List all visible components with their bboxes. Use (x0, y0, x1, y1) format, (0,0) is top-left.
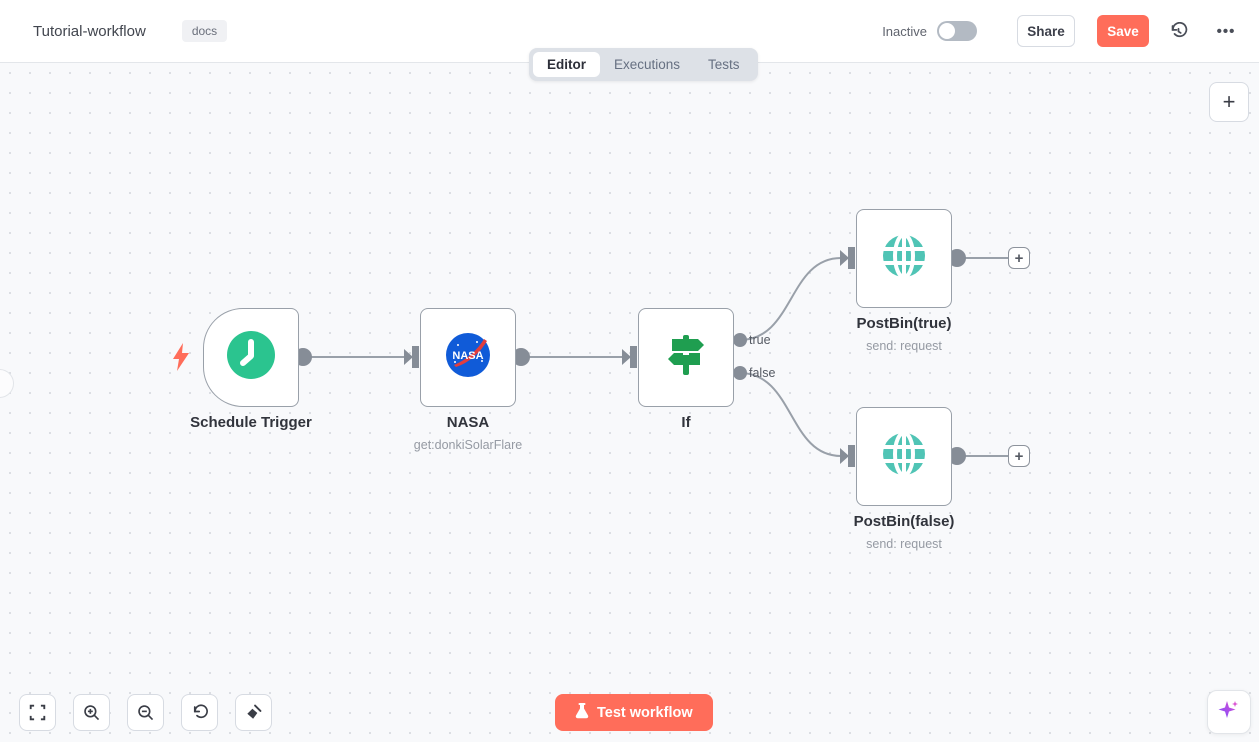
node-schedule-trigger[interactable] (203, 308, 299, 407)
canvas-toolbar (19, 694, 272, 731)
http-globe-icon (879, 231, 929, 286)
node-label-nasa: NASA (446, 414, 490, 431)
active-toggle[interactable] (937, 21, 977, 41)
add-connected-node-false-button[interactable]: + (1008, 445, 1030, 467)
tab-executions[interactable]: Executions (614, 57, 681, 72)
share-button[interactable]: Share (1017, 15, 1075, 47)
node-subtitle-postbin-true: send: request (866, 339, 942, 353)
node-label-if: If (681, 414, 691, 431)
node-postbin-false[interactable] (856, 407, 952, 506)
svg-text:NASA: NASA (452, 350, 483, 362)
wire-label-true: true (749, 333, 771, 347)
more-options-button[interactable]: ••• (1211, 16, 1241, 46)
save-button[interactable]: Save (1097, 15, 1149, 47)
version-history-button[interactable] (1163, 16, 1193, 46)
view-tabs: Editor Executions Tests (529, 48, 758, 81)
node-label-postbin-true: PostBin(true) (856, 315, 952, 332)
node-nasa[interactable]: NASA (420, 308, 516, 407)
ai-assistant-button[interactable] (1207, 690, 1251, 734)
workflow-canvas[interactable] (0, 63, 1259, 742)
workflow-title[interactable]: Tutorial-workflow (33, 22, 146, 40)
fit-view-button[interactable] (19, 694, 56, 731)
add-node-button[interactable]: + (1209, 82, 1249, 122)
test-workflow-label: Test workflow (597, 704, 693, 721)
toggle-knob (939, 23, 955, 39)
tidy-up-button[interactable] (235, 694, 272, 731)
reset-zoom-button[interactable] (181, 694, 218, 731)
node-subtitle-postbin-false: send: request (866, 537, 942, 551)
node-label-schedule-trigger: Schedule Trigger (190, 414, 312, 431)
lightning-trigger-icon (171, 342, 191, 377)
node-subtitle-nasa: get:donkiSolarFlare (413, 438, 523, 452)
node-postbin-true[interactable] (856, 209, 952, 308)
nasa-logo-icon: NASA (444, 331, 492, 384)
if-signpost-icon (660, 329, 712, 386)
add-connected-node-true-button[interactable]: + (1008, 247, 1030, 269)
ai-sparkle-icon (1217, 698, 1241, 727)
active-status-label: Inactive (882, 23, 927, 39)
tab-tests[interactable]: Tests (708, 57, 740, 72)
test-workflow-button[interactable]: Test workflow (555, 694, 713, 731)
zoom-out-button[interactable] (127, 694, 164, 731)
flask-icon (575, 702, 589, 723)
http-globe-icon (879, 429, 929, 484)
zoom-in-button[interactable] (73, 694, 110, 731)
schedule-clock-icon (225, 329, 277, 386)
node-if[interactable] (638, 308, 734, 407)
wire-label-false: false (749, 366, 776, 380)
node-label-postbin-false: PostBin(false) (853, 513, 955, 530)
tab-editor[interactable]: Editor (533, 52, 600, 77)
workflow-tag[interactable]: docs (181, 20, 228, 42)
